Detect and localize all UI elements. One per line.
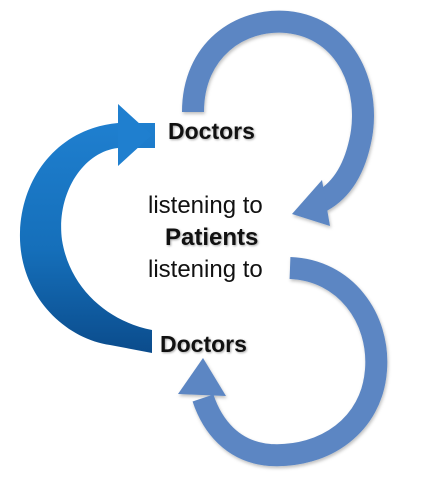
label-listening-to-second: listening to — [148, 256, 263, 283]
loop-arrow-bottom — [178, 257, 388, 467]
label-doctors-top: Doctors — [168, 118, 255, 144]
label-listening-to-first: listening to — [148, 192, 263, 219]
label-patients: Patients — [165, 224, 259, 251]
loop-arrow-top — [182, 10, 374, 226]
label-doctors-bottom: Doctors — [160, 331, 247, 357]
return-arrow-left — [19, 104, 156, 353]
